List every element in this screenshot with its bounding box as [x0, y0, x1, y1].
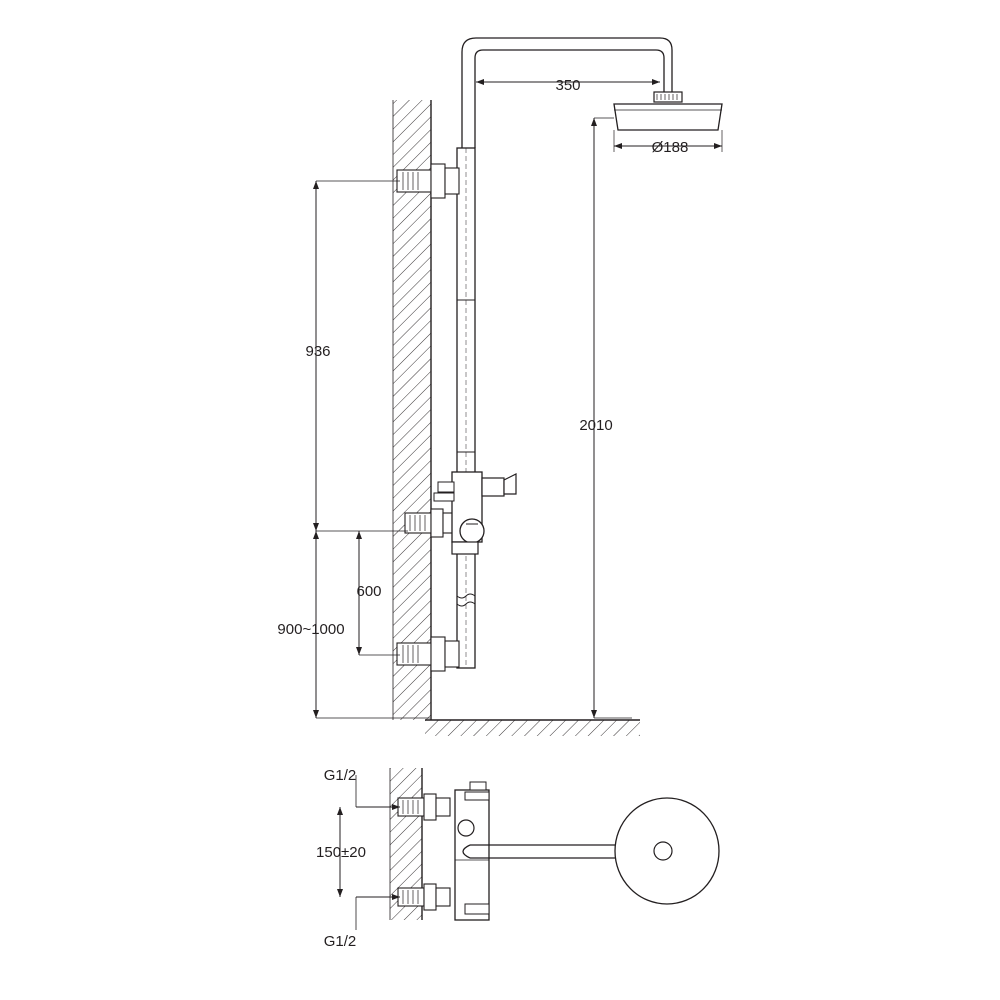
mixer-valve-body [433, 471, 517, 555]
dim-label-inlet-top: G1/2 [324, 767, 357, 784]
dim-350: 350 [476, 77, 660, 94]
dim-600: 600 [356, 531, 400, 656]
upper-wall-fitting [396, 163, 460, 199]
plan-valve-body [454, 781, 490, 921]
dim-900-1000: 900~1000 [277, 531, 430, 719]
dim-g12-top: G1/2 [324, 767, 400, 810]
dim-g12-bottom: G1/2 [324, 894, 400, 950]
lower-wall-fitting [396, 636, 460, 672]
plan-inlet-top [397, 793, 451, 821]
dim-label-valve-height: 600 [356, 583, 381, 600]
dim-label-inlet-bottom: G1/2 [324, 933, 357, 950]
shower-head [613, 91, 723, 131]
dim-936: 936 [305, 180, 408, 532]
dim-label-inlet-spacing: 150±20 [316, 844, 366, 861]
dim-label-mounting-range: 900~1000 [277, 621, 344, 638]
dim-2010: 2010 [579, 117, 632, 719]
shower-riser [456, 147, 476, 669]
dim-150-20: 150±20 [316, 807, 366, 897]
plan-inlet-bottom [397, 883, 451, 911]
dim-label-total-height: 2010 [579, 417, 612, 434]
valve-wall-fitting [404, 508, 458, 538]
dim-label-arm-length: 350 [555, 77, 580, 94]
floor-line [425, 719, 640, 736]
shower-arm [461, 37, 673, 148]
dim-label-upper-height: 936 [305, 343, 330, 360]
wall-upper [392, 100, 432, 720]
dim-head-diameter: Ø188 [613, 130, 723, 156]
dim-label-head-diameter: Ø188 [652, 139, 689, 156]
plan-shower-head-disc [614, 797, 720, 905]
